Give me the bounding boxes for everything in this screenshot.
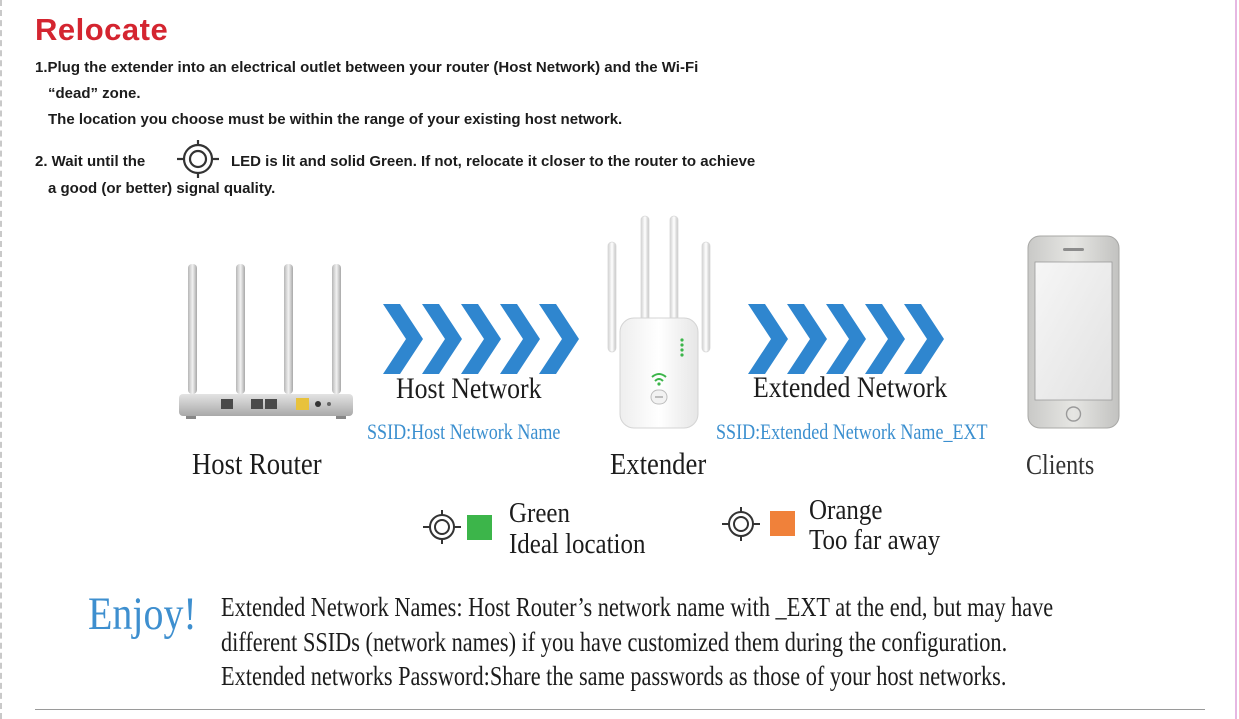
host-network-label: Host Network [396,372,542,405]
extender-label: Extender [610,446,707,481]
signal-target-icon [177,140,219,178]
router-icon [179,264,353,419]
right-border [1235,0,1237,719]
enjoy-heading: Enjoy! [88,588,197,640]
green-meaning-label: Ideal location [509,528,646,560]
dashed-left-border [0,0,2,719]
orange-color-label: Orange [809,494,883,526]
step2-text-before-icon: 2. Wait until the [35,153,146,170]
step1-line3: The location you choose must be within t… [48,111,623,128]
step1-line1: 1.Plug the extender into an electrical o… [35,59,699,76]
extender-icon [607,215,711,429]
host-router-label: Host Router [192,446,322,481]
green-status-swatch [467,515,492,540]
enjoy-note-line3: Extended networks Password:Share the sam… [221,661,1007,691]
step2-line2: a good (or better) signal quality. [48,180,276,197]
orange-meaning-label: Too far away [809,524,941,556]
chevron-arrows-icon-right [748,304,944,374]
bottom-divider [35,709,1205,710]
smartphone-icon [1027,235,1120,429]
enjoy-note-line2: different SSIDs (network names) if you h… [221,627,1008,657]
enjoy-note-line1: Extended Network Names: Host Router’s ne… [221,592,1054,622]
chevron-arrows-icon [383,304,579,374]
extended-network-label: Extended Network [753,371,948,404]
clients-label: Clients [1026,450,1095,481]
green-color-label: Green [509,497,570,529]
step1-line2: “dead” zone. [48,85,141,102]
signal-target-icon [722,507,760,541]
signal-target-icon [423,510,461,544]
page-title: Relocate [35,12,169,47]
step2-text-after-icon: LED is lit and solid Green. If not, relo… [231,153,756,170]
host-ssid-label: SSID:Host Network Name [367,419,561,444]
extended-ssid-label: SSID:Extended Network Name_EXT [716,419,988,444]
orange-status-swatch [770,511,795,536]
